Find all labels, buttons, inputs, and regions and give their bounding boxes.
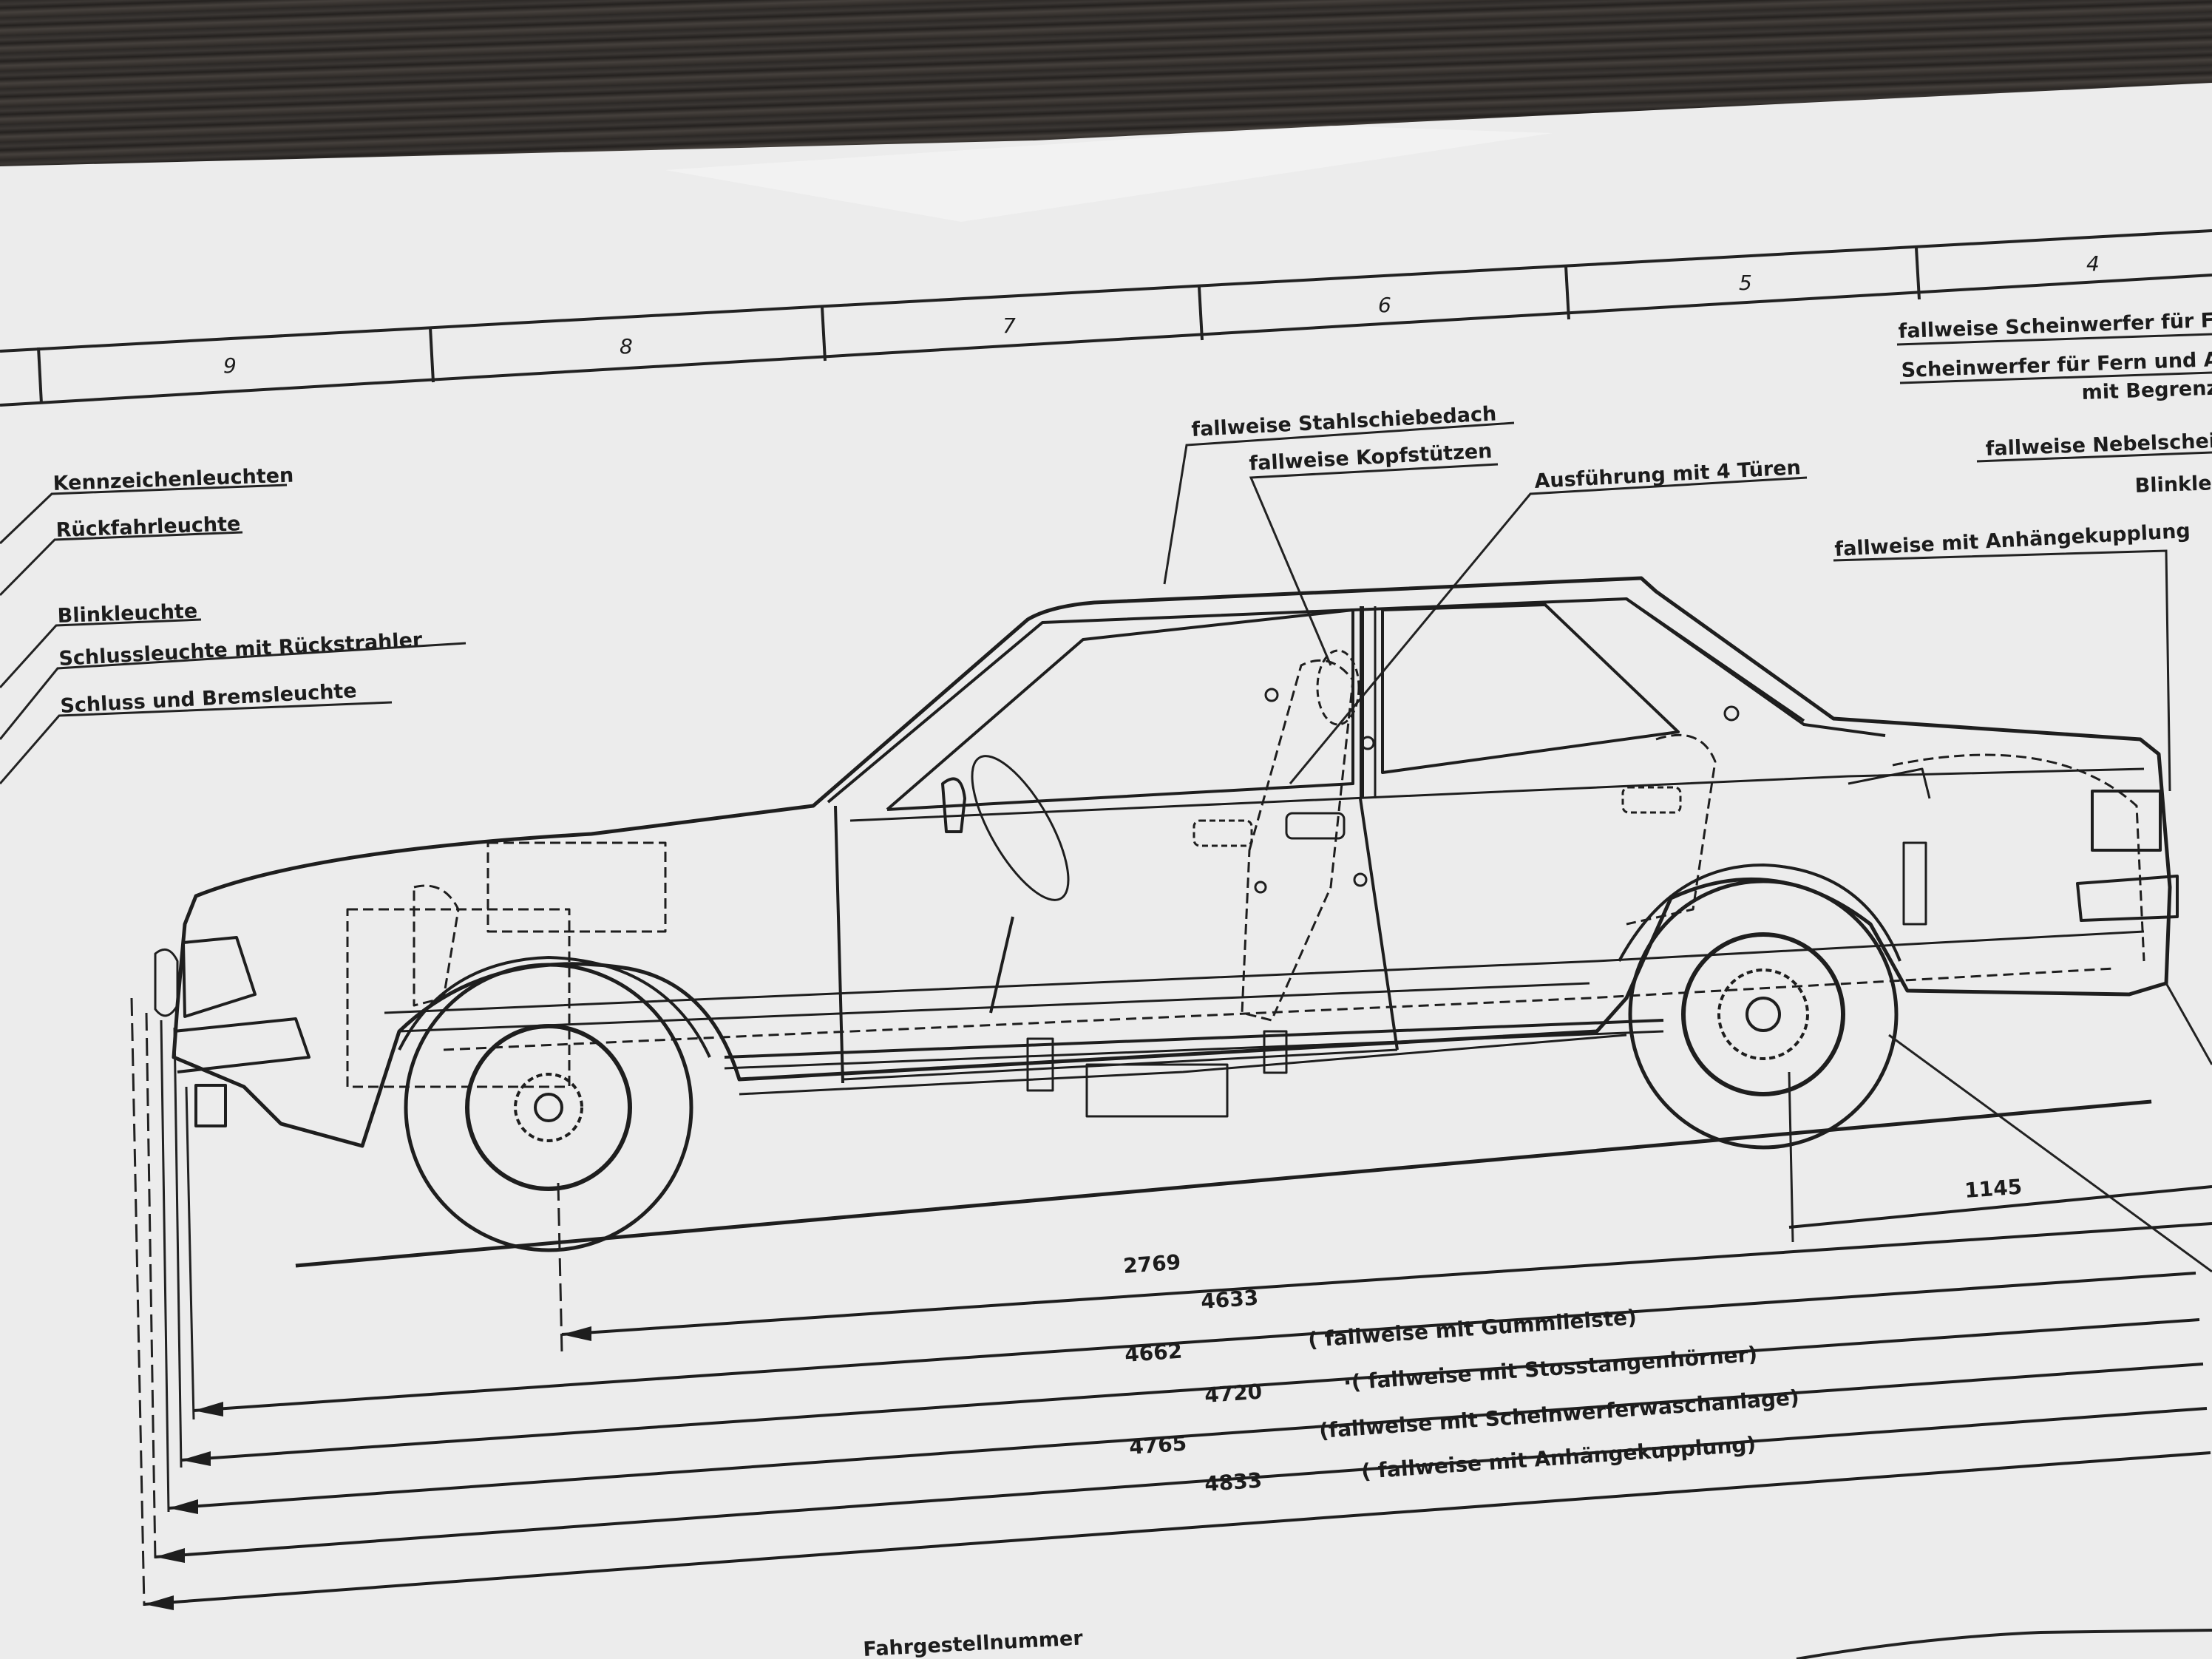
zone-7: 7 (1002, 313, 1016, 338)
zone-6: 6 (1378, 293, 1391, 317)
next-drawing-edge (1796, 1629, 2212, 1659)
dim-4720: 4720 (1204, 1380, 1263, 1408)
paper (0, 83, 2212, 1659)
rear-lamp (2091, 790, 2162, 852)
dimension-lines (143, 1100, 2212, 1610)
zone-5: 5 (1739, 271, 1752, 295)
dim-4833: 4833 (1204, 1468, 1263, 1496)
front-grille (182, 936, 257, 1018)
front-wheel (398, 956, 711, 1252)
label-blinkleuchte-right: Blinkle (2134, 472, 2212, 498)
rear-window (1381, 603, 1680, 774)
rear-wheel (1618, 864, 1901, 1150)
zone-numbers: 9 8 7 6 5 4 (223, 251, 2100, 378)
label-begrenzung: mit Begrenzu (2081, 376, 2212, 404)
left-labels: Kennzeichenleuchten Rückfahrleuchte Blin… (0, 464, 467, 784)
zone-header (0, 229, 2212, 407)
zone-4: 4 (2086, 251, 2100, 276)
extension-lines (130, 983, 2212, 1607)
dim-4662: 4662 (1124, 1339, 1183, 1367)
dim-2769: 2769 (1122, 1250, 1181, 1278)
paper-glare (665, 126, 1553, 222)
dim-1145: 1145 (1964, 1175, 2023, 1203)
car-side-view (154, 576, 2179, 1252)
zone-9: 9 (223, 353, 237, 378)
dim-4633: 4633 (1200, 1286, 1259, 1314)
zone-8: 8 (620, 334, 633, 359)
dim-4765: 4765 (1128, 1431, 1187, 1459)
front-window (886, 608, 1354, 811)
